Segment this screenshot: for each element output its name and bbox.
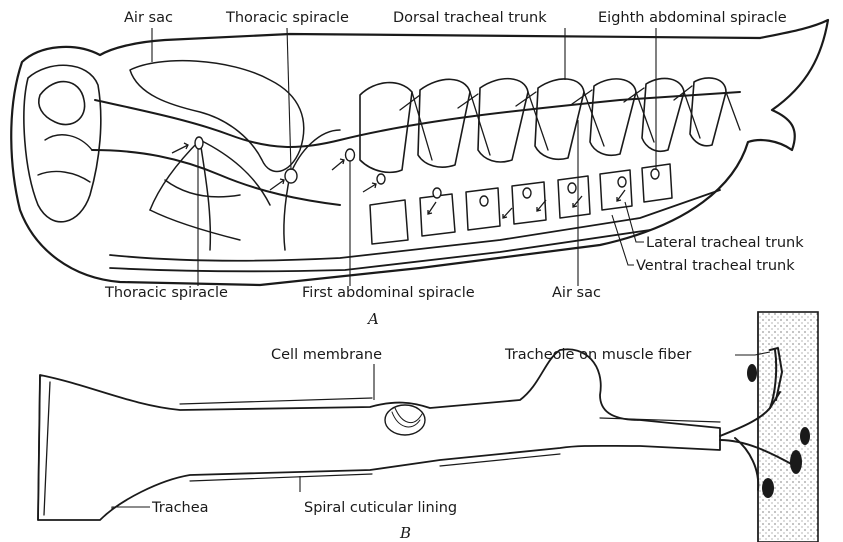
label-dorsal-tracheal-trunk: Dorsal tracheal trunk bbox=[393, 10, 547, 26]
label-air-sac-bottom: Air sac bbox=[552, 285, 601, 301]
panel-a-labels: Air sac Thoracic spiracle Dorsal trachea… bbox=[104, 10, 804, 328]
airflow-arrows bbox=[172, 143, 625, 218]
thoracic-spiracle-2 bbox=[285, 169, 297, 183]
panel-b-leader-lines bbox=[112, 352, 770, 510]
thoracic-spiracle-1 bbox=[195, 137, 203, 149]
head-trachea-loop bbox=[39, 82, 85, 125]
cell-membrane-outline bbox=[180, 398, 720, 481]
head-capsule bbox=[24, 65, 101, 222]
label-thoracic-spiracle-bottom: Thoracic spiracle bbox=[104, 285, 228, 301]
label-cell-membrane: Cell membrane bbox=[271, 347, 382, 363]
first-abdominal-spiracle bbox=[346, 149, 355, 161]
eighth-abdominal-spiracle bbox=[651, 169, 659, 179]
label-ventral-tracheal-trunk: Ventral tracheal trunk bbox=[636, 258, 795, 274]
label-lateral-tracheal-trunk: Lateral tracheal trunk bbox=[646, 235, 804, 251]
label-thoracic-spiracle-top: Thoracic spiracle bbox=[225, 10, 349, 26]
label-eighth-abdominal-spiracle: Eighth abdominal spiracle bbox=[598, 10, 787, 26]
label-air-sac-top: Air sac bbox=[124, 10, 173, 26]
label-spiral-cuticular-lining: Spiral cuticular lining bbox=[304, 500, 457, 516]
abdominal-tracheal-network bbox=[360, 78, 740, 244]
panel-label-b: B bbox=[399, 524, 411, 542]
label-trachea: Trachea bbox=[151, 500, 209, 516]
label-tracheole-on-muscle-fiber: Tracheole on muscle fiber bbox=[504, 347, 691, 363]
panel-label-a: A bbox=[366, 310, 379, 328]
panel-b-labels: Cell membrane Tracheole on muscle fiber … bbox=[151, 347, 691, 542]
trachea-tube bbox=[38, 349, 720, 520]
muscle-fiber bbox=[758, 312, 818, 542]
label-first-abdominal-spiracle: First abdominal spiracle bbox=[302, 285, 475, 301]
